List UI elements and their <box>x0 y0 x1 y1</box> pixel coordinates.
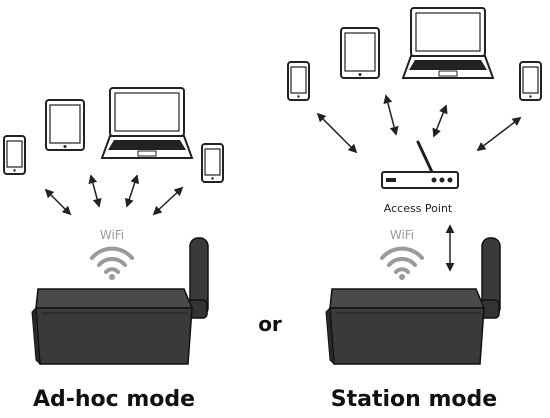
router-icon <box>381 140 459 189</box>
separator-label: or <box>258 312 282 336</box>
smartphone-icon <box>201 143 224 183</box>
laptop-icon <box>100 87 194 159</box>
double-arrow-icon <box>125 174 139 208</box>
station-panel: Access Point WiFi Station mode <box>287 7 542 412</box>
laptop-icon <box>401 7 495 79</box>
wifi-icon <box>380 246 424 280</box>
smartphone-icon <box>519 61 542 101</box>
double-arrow-icon <box>152 186 184 216</box>
tablet-icon <box>45 99 85 151</box>
adhoc-panel: WiFi Ad-hoc mode <box>3 87 224 412</box>
wifi-module-device <box>325 237 501 366</box>
panel-caption: Station mode <box>331 387 497 412</box>
smartphone-icon <box>3 135 26 175</box>
wifi-label: WiFi <box>390 228 414 242</box>
panel-caption: Ad-hoc mode <box>33 387 195 412</box>
access-point-label: Access Point <box>384 202 453 215</box>
double-arrow-icon <box>44 188 72 216</box>
double-arrow-icon <box>316 112 358 154</box>
wifi-icon <box>90 246 134 280</box>
wifi-label: WiFi <box>100 228 124 242</box>
double-arrow-icon <box>383 94 399 136</box>
double-arrow-icon <box>432 104 448 138</box>
tablet-icon <box>340 27 380 79</box>
double-arrow-icon <box>88 174 102 208</box>
wifi-module-device <box>31 237 209 366</box>
double-arrow-icon <box>476 116 522 152</box>
smartphone-icon <box>287 61 310 101</box>
